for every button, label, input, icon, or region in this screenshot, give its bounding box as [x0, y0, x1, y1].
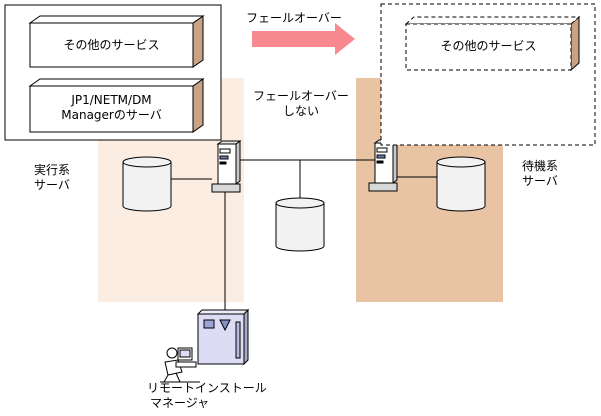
failover-arrow — [252, 23, 355, 55]
standby-server-label-line-1: 待機系 — [522, 159, 559, 173]
disk-active — [122, 156, 172, 212]
standby-server-label: 待機系 サーバ — [522, 159, 558, 189]
active-server-label: 実行系 サーバ — [34, 163, 70, 193]
other-service-box-active — [28, 15, 205, 68]
remote-manager-label-line-2: マネージャ — [150, 396, 210, 410]
netm-server-label-line-1: JP1/NETM/DM — [71, 93, 152, 107]
standby-server-tower — [368, 139, 399, 192]
netm-server-label-line-2: Managerのサーバ — [61, 108, 162, 122]
disk-shared — [275, 197, 325, 252]
other-service-box-standby — [404, 15, 581, 72]
no-failover-line-1: フェールオーバー — [253, 89, 349, 103]
disk-standby — [436, 156, 486, 212]
failover-label: フェールオーバー — [246, 11, 342, 25]
other-service-label-active: その他のサービス — [63, 38, 160, 52]
no-failover-label: フェールオーバー しない — [246, 89, 356, 119]
no-failover-line-2: しない — [282, 104, 319, 118]
remote-manager-label-line-1: リモートインストール — [147, 381, 267, 395]
netm-server-box — [28, 78, 205, 133]
active-server-label-line-2: サーバ — [34, 178, 70, 192]
standby-server-label-line-2: サーバ — [522, 174, 558, 188]
workstation-icon — [160, 308, 250, 383]
netm-server-label: JP1/NETM/DM Managerのサーバ — [30, 93, 193, 123]
remote-manager-label: リモートインストール マネージャ — [147, 381, 267, 411]
other-service-label-standby: その他のサービス — [440, 39, 537, 53]
network-lines — [171, 159, 437, 326]
active-server-label-line-1: 実行系 — [34, 163, 71, 177]
active-server-tower — [211, 140, 242, 193]
